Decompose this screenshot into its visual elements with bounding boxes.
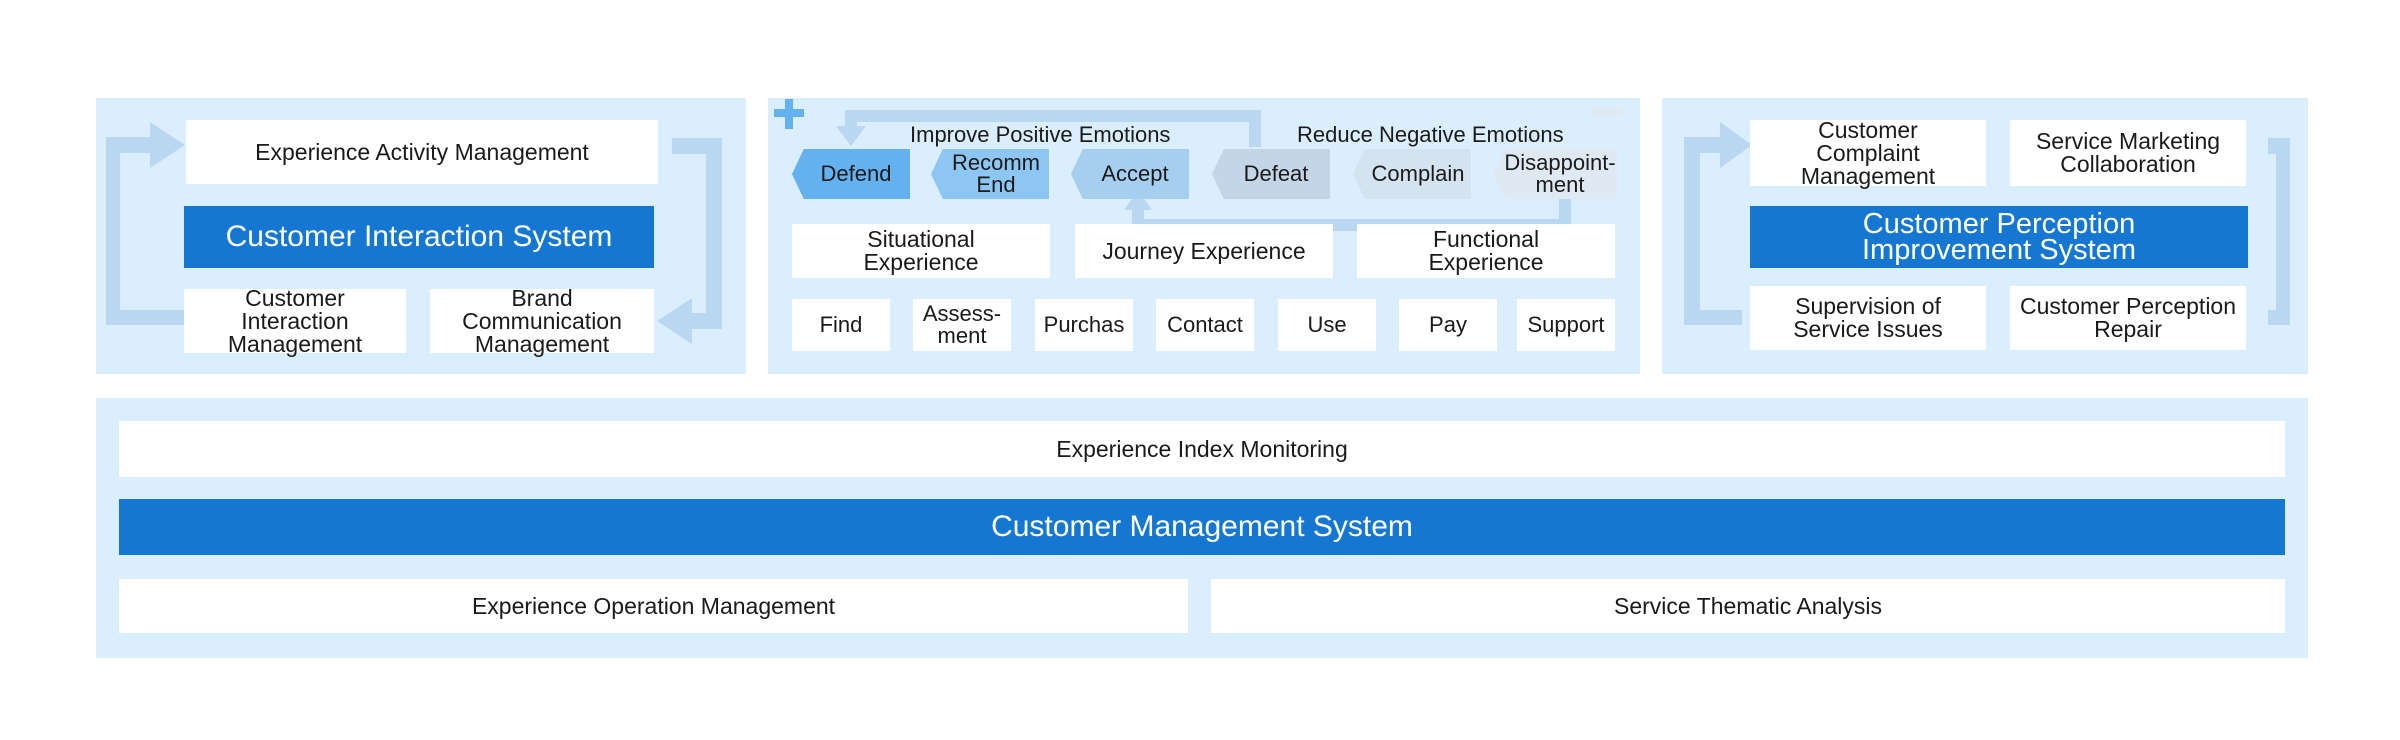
experience-index-monitoring-box: Experience Index Monitoring [119,421,2285,477]
stage-purchase: Purchas [1035,299,1133,351]
emotion-disappointment: Disappoint- ment [1493,149,1617,199]
emotion-recommend: Recomm End [931,149,1049,199]
stage-pay: Pay [1399,299,1497,351]
stage-use: Use [1278,299,1376,351]
situational-experience-box: Situational Experience [792,224,1050,278]
emotion-loop [845,110,1571,231]
experience-activity-management-box: Experience Activity Management [186,120,658,184]
service-marketing-collaboration-box: Service Marketing Collaboration [2010,120,2246,186]
emotion-complain: Complain [1353,149,1471,199]
left-cycle-arrow [106,122,192,325]
loop-arrow-head-left [836,126,866,146]
right-cycle-arrow [657,138,722,344]
improve-positive-emotions-label: Improve Positive Emotions [910,122,1171,147]
interaction-cycle-arrows [106,122,722,344]
emotion-defend: Defend [792,149,910,199]
perception-right-arrow [2268,138,2290,325]
perception-cycle-arrows [1684,122,2290,325]
emotion-defeat: Defeat [1212,149,1330,199]
functional-experience-box: Functional Experience [1357,224,1615,278]
reduce-negative-emotions-label: Reduce Negative Emotions [1297,122,1564,147]
supervision-of-service-issues-box: Supervision of Service Issues [1750,286,1986,350]
stage-assessment: Assess- ment [913,299,1011,351]
stage-contact: Contact [1156,299,1254,351]
customer-perception-repair-box: Customer Perception Repair [2010,286,2246,350]
minus-icon [1592,108,1622,116]
stage-find: Find [792,299,890,351]
customer-perception-improvement-system-title: Customer Perception Improvement System [1750,206,2248,268]
emotion-accept: Accept [1071,149,1189,199]
brand-communication-management-box: Brand Communication Management [430,286,654,355]
perception-left-arrow [1684,122,1752,325]
stage-support: Support [1517,299,1615,351]
customer-interaction-system-title: Customer Interaction System [184,206,654,268]
experience-operation-management-box: Experience Operation Management [119,579,1188,633]
customer-interaction-management-box: Customer Interaction Management [184,286,406,355]
service-thematic-analysis-box: Service Thematic Analysis [1211,579,2285,633]
customer-complaint-management-box: Customer Complaint Management [1750,118,1986,187]
plus-icon [774,99,804,129]
journey-experience-box: Journey Experience [1075,224,1333,278]
customer-management-system-title: Customer Management System [119,499,2285,555]
loop-arrow-head-accept [1124,190,1152,210]
